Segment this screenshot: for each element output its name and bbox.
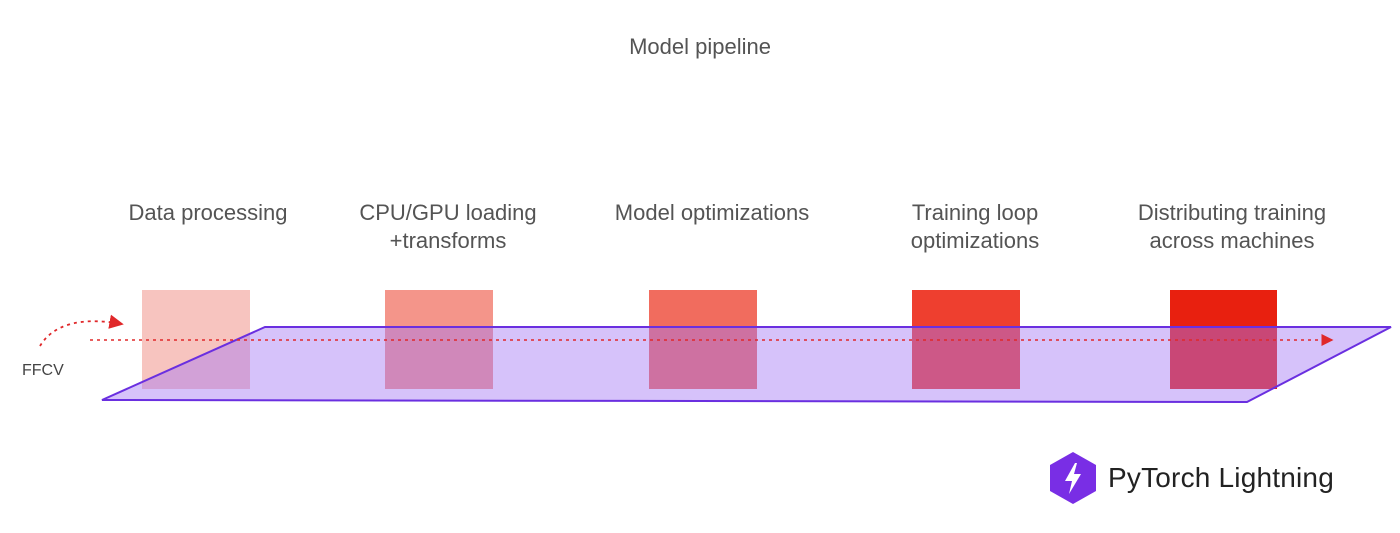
stage-label-line1: Training loop [911, 200, 1039, 225]
ffcv-entry-arrow [39, 314, 124, 347]
diagram-title: Model pipeline [629, 34, 771, 59]
stage-label-distributing-training: Distributing training across machines [1112, 199, 1352, 255]
stage-label-line1: Model optimizations [614, 200, 810, 225]
stage-label-line2: +transforms [389, 228, 507, 253]
stage-label-model-optimizations: Model optimizations [592, 199, 832, 227]
ffcv-label: FFCV [22, 362, 64, 379]
stage-label-line1: Data processing [128, 200, 288, 225]
logo-text: PyTorch Lightning [1108, 462, 1334, 493]
stage-label-line2: across machines [1149, 228, 1315, 253]
pytorch-lightning-logo: PyTorch Lightning [1048, 451, 1334, 505]
stage-label-line1: Distributing training [1137, 200, 1327, 225]
ffcv-plane [101, 326, 1392, 404]
stage-label-cpu-gpu-loading: CPU/GPU loading +transforms [338, 199, 558, 255]
stage-label-line2: optimizations [910, 228, 1040, 253]
lightning-bolt-hexagon-icon [1050, 452, 1096, 504]
stage-label-data-processing: Data processing [108, 199, 308, 227]
stage-label-line1: CPU/GPU loading [359, 200, 537, 225]
stage-label-training-loop: Training loop optimizations [875, 199, 1075, 255]
